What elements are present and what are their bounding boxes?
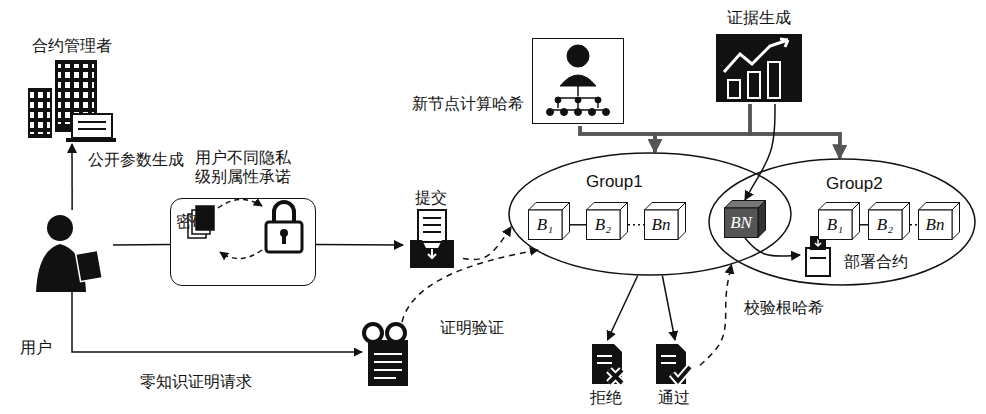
actor-node: 用户 [18, 210, 113, 360]
connector [71, 144, 73, 210]
connector [750, 104, 840, 158]
node-label: 合约管理者 [30, 36, 114, 55]
block-cube: BN [724, 200, 766, 238]
box-outline [170, 198, 316, 286]
contract-node: 部署合约 [800, 232, 918, 278]
block-cube: B₂ [586, 202, 628, 240]
node-label: Group2 [826, 174, 883, 194]
block-cube: B₁ [528, 202, 570, 240]
node-label: 拒绝 [590, 388, 622, 407]
block-cube: B₂ [868, 202, 910, 240]
block-cube: B₁ [818, 202, 860, 240]
node-label: 部署合约 [844, 252, 908, 271]
annotation-label: 证明验证 [440, 318, 504, 337]
connector [316, 244, 403, 246]
process-box: 新节点计算哈希 [412, 36, 628, 126]
annotation-label: 公开参数生成 [88, 150, 136, 169]
user-icon [36, 215, 102, 292]
hierarchy-icon [547, 45, 610, 116]
connector [662, 276, 675, 340]
connector [570, 224, 586, 226]
node-label: 提交 [415, 188, 447, 207]
connector [745, 104, 775, 200]
box-outline [532, 38, 624, 124]
result-node: 拒绝 [585, 340, 630, 412]
connector [113, 244, 170, 246]
result-node: 通过 [650, 340, 700, 412]
process-box: 证据生成 [712, 8, 806, 104]
node-label: 密码 [176, 212, 208, 231]
building-icon [28, 60, 116, 142]
block-label: B₂ [868, 210, 902, 240]
connector [580, 126, 840, 158]
connector [745, 238, 800, 256]
block-label: B₁ [818, 210, 852, 240]
dashed-arrow [628, 224, 644, 226]
node-label: 用户不同隐私级别属性承诺 [191, 148, 295, 186]
node-label: 证据生成 [724, 8, 794, 27]
block-cube: Bn [644, 202, 686, 240]
connector [655, 104, 750, 152]
block-label: BN [724, 208, 758, 238]
block-label: B₂ [586, 210, 620, 240]
annotation-label: 校验根哈希 [744, 298, 824, 317]
node-label: Group1 [586, 172, 643, 192]
group-ellipse: Group2BN B₁ B₂ Bn 部署合约 [708, 158, 976, 286]
connector [608, 276, 638, 340]
dashed-arrow [463, 227, 511, 260]
annotation-label: 零知识证明请求 [140, 372, 252, 391]
deploy-icon [806, 236, 830, 276]
proof-request-icon [72, 250, 538, 386]
pass-icon [656, 344, 690, 384]
block-label: B₁ [528, 210, 562, 240]
submit-icon [410, 210, 454, 268]
connector [580, 126, 655, 152]
box-outline [716, 34, 802, 102]
node-label: 用户 [20, 338, 52, 357]
block-label: Bn [644, 210, 678, 240]
commitment-box: 用户不同隐私级别属性承诺密码 [170, 148, 316, 286]
connector [860, 224, 868, 226]
node-label: 通过 [658, 388, 690, 407]
document-node: 提交 [403, 188, 463, 276]
block-label: Bn [918, 210, 952, 240]
actor-node: 合约管理者 [22, 36, 122, 144]
dashed-arrow [700, 265, 731, 365]
node-label: 新节点计算哈希 [412, 94, 524, 113]
block-cube: Bn [918, 202, 960, 240]
reject-icon [592, 344, 622, 384]
dashed-arrow [910, 224, 918, 226]
